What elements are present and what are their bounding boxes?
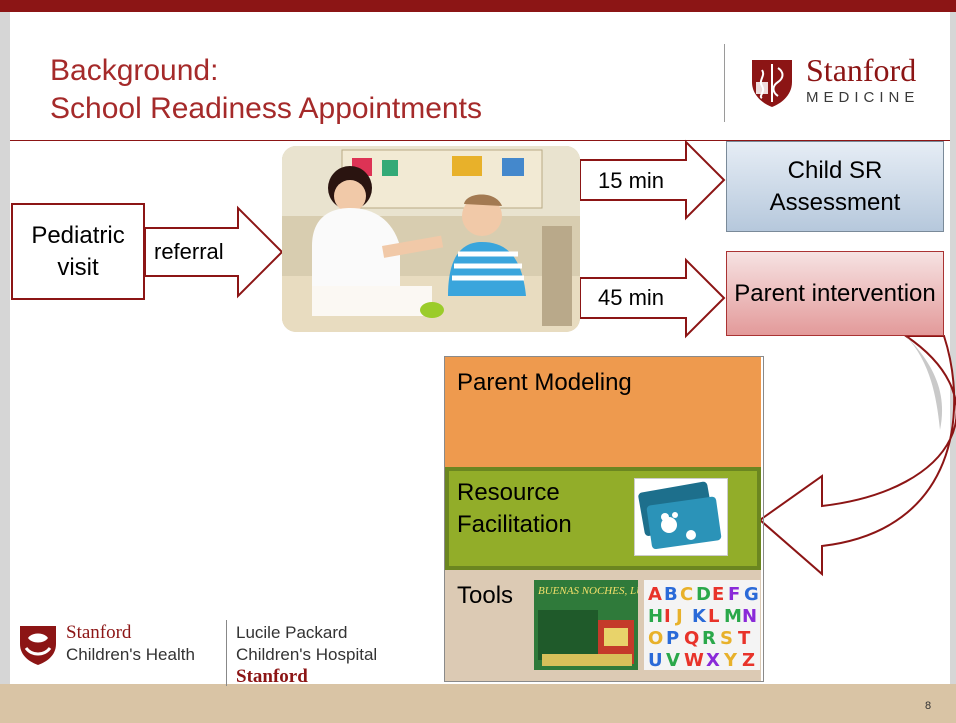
svg-text:Z: Z — [742, 650, 755, 670]
top-accent-bar — [0, 0, 956, 12]
svg-text:B: B — [664, 584, 678, 605]
title-line-2: School Readiness Appointments — [50, 92, 482, 125]
book-cover-illustration: BUENAS NOCHES, LUNA — [534, 580, 638, 670]
svg-text:N: N — [742, 606, 757, 627]
svg-text:J: J — [674, 606, 683, 627]
svg-text:Y: Y — [723, 650, 738, 670]
lucile-packard-line-2: Children's Hospital — [236, 645, 378, 664]
svg-text:U: U — [648, 650, 663, 670]
curved-arrow-to-resource — [758, 335, 956, 577]
svg-text:F: F — [728, 584, 740, 605]
footer-logo-divider — [226, 620, 227, 686]
svg-text:V: V — [666, 650, 680, 670]
svg-text:H: H — [648, 606, 663, 627]
child-sr-assessment-label: Child SR Assessment — [769, 156, 901, 216]
left-border — [0, 12, 10, 684]
arrow-15-min — [579, 139, 726, 221]
svg-text:M: M — [724, 606, 742, 627]
referral-label: referral — [154, 239, 224, 264]
time-15-min-label: 15 min — [598, 168, 665, 193]
childrens-health-stanford: Stanford — [66, 622, 132, 643]
arrow-45-min — [579, 257, 726, 339]
svg-text:C: C — [680, 584, 693, 605]
parent-intervention-label: Parent intervention — [734, 279, 936, 307]
svg-text:P: P — [666, 628, 679, 649]
right-border — [950, 12, 956, 684]
svg-text:D: D — [696, 584, 711, 605]
page-number: 8 — [925, 700, 932, 712]
logo-wordmark: Stanford — [806, 52, 917, 88]
library-card-image — [634, 478, 728, 556]
svg-text:R: R — [702, 628, 716, 649]
clinician-child-photo — [282, 146, 580, 332]
logo-subline: MEDICINE — [806, 89, 920, 106]
tools-label: Tools — [457, 582, 514, 609]
library-card-icon — [638, 481, 722, 550]
svg-text:T: T — [738, 628, 751, 649]
svg-text:E: E — [712, 584, 724, 605]
time-45-min-label: 45 min — [598, 285, 665, 310]
svg-text:W: W — [684, 650, 704, 670]
book-cover-image: BUENAS NOCHES, LUNA — [534, 580, 638, 670]
child-sr-assessment-box: Child SR Assessment — [726, 141, 944, 232]
childrens-health-heart-icon — [20, 626, 56, 665]
stanford-medicine-logo: Stanford MEDICINE — [748, 52, 948, 112]
slide-title: Background: School Readiness Appointment… — [50, 52, 482, 128]
book-cover-text: BUENAS NOCHES, LUNA — [538, 585, 638, 597]
svg-text:X: X — [706, 650, 720, 670]
lucile-packard-line-1: Lucile Packard — [236, 623, 348, 642]
title-divider — [10, 140, 950, 141]
lucile-packard-line-3: Stanford — [236, 666, 308, 687]
footer-bar — [0, 684, 956, 723]
parent-modeling-layer: Parent Modeling — [445, 357, 761, 467]
childrens-health-name: Children's Health — [66, 645, 195, 664]
svg-text:K: K — [692, 606, 707, 627]
photo-illustration — [282, 146, 580, 332]
curved-arrow-shade — [906, 336, 943, 430]
pediatric-visit-box: Pediatric visit — [11, 203, 145, 300]
svg-text:I: I — [664, 606, 671, 627]
svg-text:O: O — [648, 628, 663, 649]
svg-text:L: L — [708, 606, 719, 627]
svg-text:Q: Q — [684, 628, 699, 649]
parent-intervention-box: Parent intervention — [726, 251, 944, 336]
childrens-health-logo: Stanford Children's Health Lucile Packar… — [18, 618, 408, 694]
stanford-shield-icon — [752, 60, 792, 107]
referral-arrow — [144, 205, 284, 299]
logo-divider — [724, 44, 725, 122]
resource-facilitation-label: Resource Facilitation — [457, 479, 572, 538]
parent-modeling-label: Parent Modeling — [457, 369, 632, 396]
pediatric-visit-label: Pediatric visit — [31, 221, 125, 281]
svg-text:S: S — [720, 628, 733, 649]
title-line-1: Background: — [50, 54, 219, 87]
svg-text:G: G — [744, 584, 759, 605]
svg-text:A: A — [648, 584, 662, 605]
